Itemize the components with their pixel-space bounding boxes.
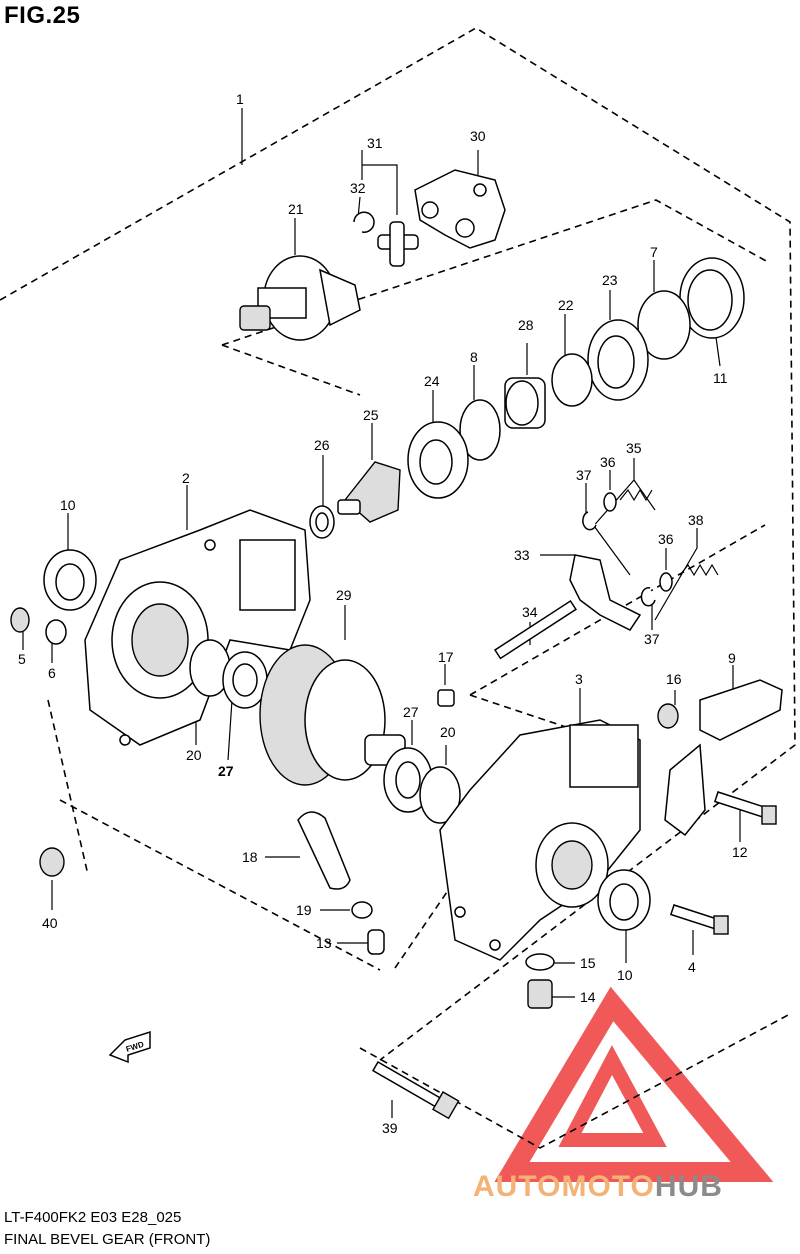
- callout-33: 33: [514, 547, 530, 563]
- callout-10-left: 10: [60, 497, 76, 513]
- pinion-gear-part-25: [337, 461, 401, 523]
- oil-seal-part-10-right: [597, 869, 651, 931]
- bearing-part-23: [587, 319, 649, 401]
- callout-31: 31: [367, 135, 383, 151]
- callout-20-right: 20: [440, 724, 456, 740]
- callout-16: 16: [666, 671, 682, 687]
- callout-8: 8: [470, 349, 478, 365]
- callout-27-left: 27: [218, 763, 234, 779]
- callout-21: 21: [288, 201, 304, 217]
- bearing-part-24: [407, 421, 469, 499]
- bracket-part-9: [664, 679, 783, 837]
- needle-bearing-part-28: [504, 377, 546, 429]
- shift-fork-part-33: [569, 554, 642, 631]
- housing-part-3: [439, 719, 641, 961]
- callout-23: 23: [602, 272, 618, 288]
- callout-40: 40: [42, 915, 58, 931]
- bolt-part-12: [713, 791, 777, 825]
- callout-6: 6: [48, 665, 56, 681]
- callout-25: 25: [363, 407, 379, 423]
- callout-20-left: 20: [186, 747, 202, 763]
- callout-10-right: 10: [617, 967, 633, 983]
- figure-caption: FINAL BEVEL GEAR (FRONT): [4, 1231, 211, 1248]
- callout-30: 30: [470, 128, 486, 144]
- ring-gear-part-29: [259, 644, 406, 786]
- oil-seal-part-10-left: [43, 549, 97, 611]
- callout-15: 15: [580, 955, 596, 971]
- callout-5: 5: [18, 651, 26, 667]
- model-code: LT-F400FK2 E03 E28_025: [4, 1209, 182, 1226]
- bolt-part-39: [371, 1060, 460, 1120]
- callout-4: 4: [688, 959, 696, 975]
- circlip-part-32: [353, 211, 375, 233]
- spacer-part-17: [437, 689, 455, 707]
- nut-part-16: [657, 703, 679, 729]
- washer-part-6: [45, 619, 67, 645]
- callout-39: 39: [382, 1120, 398, 1136]
- callout-35: 35: [626, 440, 642, 456]
- shaft-part-34: [493, 599, 577, 660]
- circlip-part-37-upper: [582, 511, 597, 531]
- callout-32: 32: [350, 180, 366, 196]
- callout-24: 24: [424, 373, 440, 389]
- callout-11: 11: [713, 370, 728, 386]
- spring-part-35: [619, 488, 653, 502]
- callout-13: 13: [316, 935, 332, 951]
- circlip-part-8: [459, 399, 501, 461]
- plug-part-5: [10, 607, 30, 633]
- callout-28: 28: [518, 317, 534, 333]
- ring-part-22: [551, 353, 593, 407]
- assembly-boundary: [0, 27, 796, 1149]
- fwd-arrow-icon: FWD: [108, 1030, 151, 1064]
- watermark-auto: AUTO: [473, 1170, 562, 1203]
- watermark-hub: HUB: [654, 1170, 723, 1203]
- callout-1: 1: [236, 91, 244, 107]
- flange-shaft-part-21: [239, 255, 361, 341]
- callout-12: 12: [732, 844, 748, 860]
- callout-37-lower: 37: [644, 631, 660, 647]
- callout-34: 34: [522, 604, 538, 620]
- ring-part-20-right: [419, 766, 461, 824]
- boot-part-18: [297, 811, 351, 890]
- callout-36-upper: 36: [600, 454, 616, 470]
- yoke-part-30: [414, 169, 506, 249]
- nut-part-40: [39, 847, 65, 877]
- sub-boundary-upper: [221, 199, 769, 396]
- callout-7: 7: [650, 244, 658, 260]
- callout-27-right: 27: [403, 704, 419, 720]
- figure-title: FIG.25: [4, 2, 81, 29]
- callout-36-lower: 36: [658, 531, 674, 547]
- watermark-moto: MOTO: [561, 1170, 655, 1203]
- drain-plug-part-14: [527, 979, 553, 1009]
- callout-37-upper: 37: [576, 467, 592, 483]
- bearing-part-26: [309, 505, 335, 539]
- callout-14: 14: [580, 989, 596, 1005]
- pin-part-13: [367, 929, 385, 955]
- callout-2: 2: [182, 470, 190, 486]
- callout-19: 19: [296, 902, 312, 918]
- callout-29: 29: [336, 587, 352, 603]
- washer-part-36-lower: [659, 572, 673, 592]
- bolt-part-4: [669, 904, 729, 935]
- callout-18: 18: [242, 849, 258, 865]
- circlip-part-7: [637, 290, 691, 360]
- bearing-part-27-left: [222, 651, 268, 709]
- callout-22: 22: [558, 297, 574, 313]
- circlip-part-37-lower: [640, 587, 656, 607]
- callout-9: 9: [728, 650, 736, 666]
- callout-26: 26: [314, 437, 330, 453]
- gasket-part-15: [525, 953, 555, 971]
- watermark-logo: [494, 986, 774, 1182]
- callout-38: 38: [688, 512, 704, 528]
- callout-3: 3: [575, 671, 583, 687]
- spring-part-38: [679, 563, 719, 577]
- clamp-part-19: [351, 901, 373, 919]
- cross-joint-part-31: [377, 221, 419, 267]
- callout-17: 17: [438, 649, 454, 665]
- washer-part-36-upper: [603, 492, 617, 512]
- callout-numbers: 1 2 3 4 5 6 7 8 9 10 10 11 12 13 14 15 1…: [18, 91, 748, 1136]
- watermark-text: AUTOMOTOHUB: [473, 1170, 723, 1204]
